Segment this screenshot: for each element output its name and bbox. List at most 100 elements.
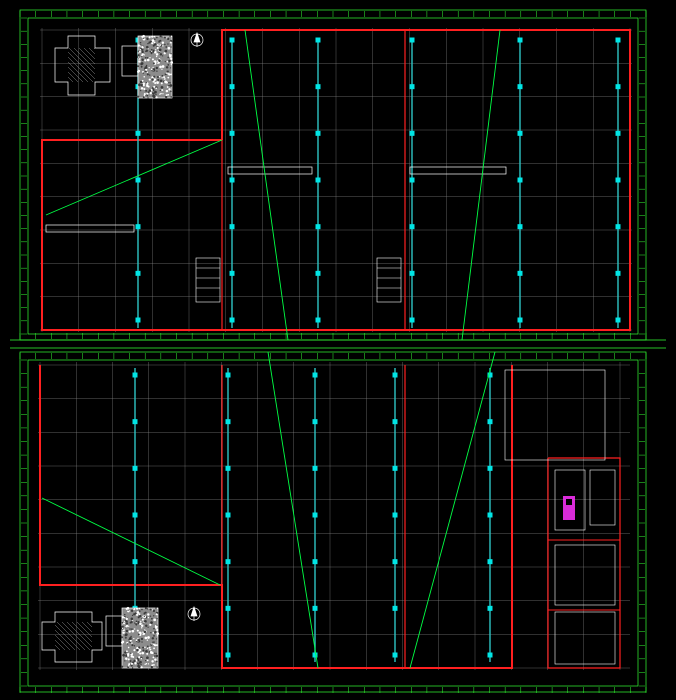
speckle-dot [169, 55, 172, 58]
speckle-dot [151, 664, 154, 667]
speckle-dot [137, 633, 140, 636]
speckle-dot [142, 72, 144, 74]
speckle-dot [125, 617, 128, 621]
speckle-dot [160, 92, 162, 95]
speckle-dot [138, 656, 141, 659]
hatch-line [54, 644, 61, 651]
speckle-dot [148, 89, 152, 92]
speckle-dot [146, 647, 149, 650]
column-mark [229, 270, 235, 276]
speckle-dot [142, 649, 145, 652]
speckle-dot [156, 46, 159, 50]
speckle-dot [170, 57, 173, 60]
speckle-dot [152, 641, 154, 644]
speckle-dot [159, 53, 163, 56]
speckle-dot [153, 627, 155, 630]
speckle-dot [150, 665, 154, 669]
speckle-dot [153, 41, 156, 44]
speckle-dot [145, 68, 148, 71]
speckle-dot [138, 631, 141, 634]
speckle-dot [142, 96, 145, 99]
speckle-dot [153, 85, 156, 88]
detail-hatch-upper[interactable] [54, 34, 174, 99]
speckle-dot [153, 35, 156, 38]
speckle-dot [143, 615, 145, 618]
lower-diagonal-braces [41, 351, 496, 669]
speckle-dot [154, 630, 157, 634]
speckle-dot [157, 78, 160, 81]
speckle-dot [153, 643, 157, 647]
column-mark [312, 419, 318, 425]
hatch-line [54, 629, 76, 651]
speckle-dot [162, 45, 164, 47]
speckle-dot [166, 37, 170, 41]
speckle-dot [137, 638, 141, 642]
speckle-dot [138, 614, 142, 618]
speckle-dot [150, 632, 152, 634]
speckle-dot [161, 77, 163, 79]
speckle-dot [125, 622, 129, 625]
speckle-dot [140, 666, 143, 669]
speckle-dot [155, 87, 158, 90]
speckle-dot [152, 631, 155, 634]
upper-walls [41, 29, 631, 331]
speckle-dot [144, 66, 148, 69]
speckle-dot [154, 658, 157, 661]
speckle-dot [145, 624, 148, 627]
lower-room-annex[interactable] [504, 369, 616, 665]
speckle-dot [133, 608, 136, 610]
speckle-dot [148, 66, 150, 69]
speckle-dot [156, 617, 158, 620]
lower-plan[interactable] [19, 351, 647, 693]
speckle-dot [124, 660, 126, 662]
speckle-dot [127, 658, 130, 661]
speckle-dot [155, 53, 159, 56]
speckle-dot [145, 82, 148, 84]
hatch-line [67, 56, 94, 83]
speckle-dot [153, 38, 156, 41]
column-mark [312, 512, 318, 518]
speckle-dot [143, 630, 147, 634]
hatch-line [88, 47, 96, 55]
hatch-line [56, 621, 86, 651]
upper-plan[interactable] [10, 9, 666, 349]
speckle-dot [129, 660, 132, 663]
speckle-dot [155, 613, 158, 616]
speckle-dot [130, 664, 133, 667]
hatch-line [66, 621, 93, 648]
speckle-dot [148, 41, 151, 44]
column-mark [315, 37, 321, 43]
speckle-dot [155, 638, 158, 640]
speckle-dot [147, 42, 149, 45]
speckle-dot [151, 39, 154, 41]
speckle-dot [146, 659, 149, 662]
speckle-dot [167, 63, 170, 66]
speckle-dot [161, 41, 165, 44]
speckle-dot [120, 641, 124, 644]
speckle-dot [141, 35, 144, 38]
equipment-marker[interactable] [563, 496, 575, 520]
speckle-dot [153, 615, 155, 617]
column-mark [409, 130, 415, 136]
speckle-dot [131, 644, 134, 647]
speckle-dot [154, 50, 157, 54]
speckle-dot [140, 627, 143, 629]
detail-hatch-lower[interactable] [41, 606, 160, 669]
upper-stair-left[interactable] [195, 257, 221, 303]
speckle-dot [136, 70, 140, 74]
speckle-dot [159, 89, 162, 91]
column-mark [409, 37, 415, 43]
column-mark [392, 652, 398, 658]
column-mark [225, 419, 231, 425]
column-mark [135, 270, 141, 276]
column-mark [615, 177, 621, 183]
upper-stair-right[interactable] [376, 257, 402, 303]
speckle-dot [163, 36, 166, 39]
speckle-dot [149, 615, 152, 617]
north-arrow-upper-icon [190, 31, 204, 47]
hatch-line [54, 624, 81, 651]
speckle-dot [130, 652, 132, 654]
column-mark [135, 224, 141, 230]
speckle-dot [159, 65, 162, 69]
column-mark [315, 317, 321, 323]
